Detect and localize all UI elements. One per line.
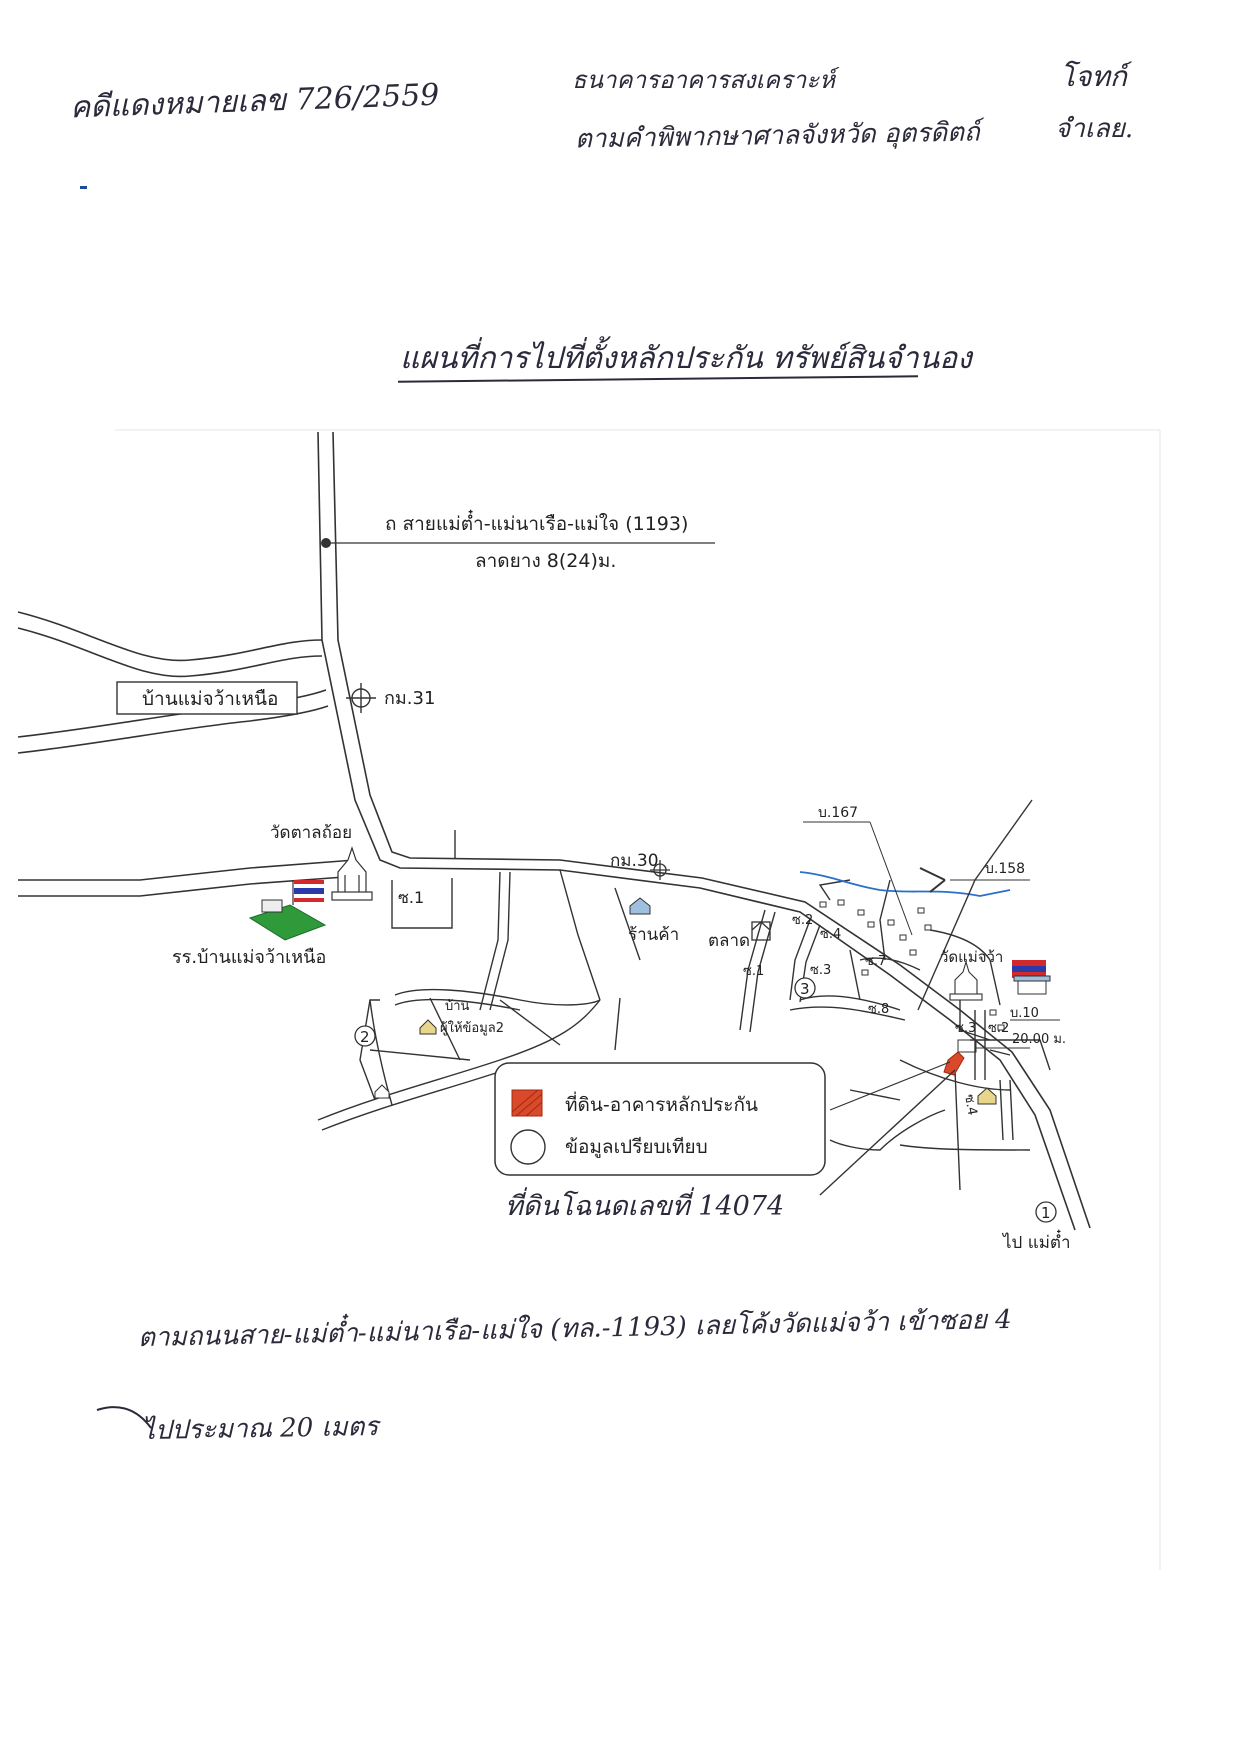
bank-name: ธนาคารอาคารสงเคราะห์ bbox=[572, 66, 835, 94]
main-road bbox=[317, 431, 1091, 1231]
wat-tan-label: วัดตาลถ้อย bbox=[270, 823, 352, 843]
ink-mark bbox=[80, 186, 87, 189]
house-10-label: บ.10 bbox=[1010, 1006, 1039, 1021]
soi1-left-label: ซ.1 bbox=[398, 888, 424, 907]
soi2-label: ซ.2 bbox=[792, 913, 813, 928]
school-label: รร.บ้านแม่จว้าเหนือ bbox=[172, 947, 326, 968]
directions-line-2: ไปประมาณ 20 เมตร bbox=[141, 1411, 379, 1447]
parcel-pointer-left bbox=[829, 1061, 951, 1111]
map-title: แผนที่การไปที่ตั้งหลักประกัน ทรัพย์สินจำ… bbox=[400, 341, 972, 376]
distance-label: 20.00 ม. bbox=[1012, 1032, 1066, 1047]
house-167-pointer bbox=[869, 821, 913, 936]
road-surface: ลาดยาง 8(24)ม. bbox=[475, 550, 616, 572]
school-icon bbox=[248, 899, 327, 941]
soi4b-label: ซ.4 bbox=[961, 1093, 979, 1117]
west-roads bbox=[17, 611, 359, 897]
flag-icon-east bbox=[1012, 960, 1046, 978]
soi1-label: ซ.1 bbox=[743, 964, 764, 979]
market-label: ตลาด bbox=[708, 931, 750, 951]
stream bbox=[799, 871, 1011, 897]
km31-crosshair bbox=[346, 683, 376, 713]
km30-label: กม.30 bbox=[610, 851, 659, 871]
road-junction-dot bbox=[321, 538, 331, 548]
scattered-houses bbox=[819, 899, 1005, 1031]
house-icon bbox=[419, 1019, 437, 1035]
house-167-label: บ.167 bbox=[818, 805, 858, 821]
building-icon-east bbox=[1013, 975, 1051, 995]
temple-icon bbox=[331, 846, 373, 901]
defendant-label: จำเลย. bbox=[1055, 114, 1134, 144]
flag-icon bbox=[292, 880, 324, 905]
soi4-label: ซ.4 bbox=[820, 927, 841, 942]
soi7-label: ซ.7 bbox=[865, 954, 886, 969]
marker-2 bbox=[354, 1025, 376, 1047]
shop-icon bbox=[629, 897, 651, 915]
km30-crosshair bbox=[650, 860, 670, 880]
parcel-outline bbox=[957, 1039, 977, 1053]
marker-2-label: 2 bbox=[360, 1028, 370, 1046]
to-maetam-label: ไป แม่ต๋ำ bbox=[1001, 1229, 1071, 1253]
house-158-label: บ.158 bbox=[985, 861, 1025, 877]
informant-house-label-2: ผู้ให้ข้อมูล2 bbox=[440, 1020, 504, 1036]
soi3b-label: ซ.3 bbox=[955, 1021, 976, 1036]
legend-collateral-label: ที่ดิน-อาคารหลักประกัน bbox=[565, 1091, 758, 1116]
village-north: บ้านแม่จว้าเหนือ bbox=[142, 688, 278, 710]
marker-1 bbox=[1035, 1201, 1057, 1223]
village-box bbox=[116, 681, 298, 715]
shop-label: ร้านค้า bbox=[628, 925, 679, 945]
plaintiff-label: โจทก์ bbox=[1060, 60, 1127, 93]
legend-comparison-symbol bbox=[510, 1129, 546, 1165]
legend-collateral-swatch bbox=[511, 1089, 543, 1117]
wat-maejwa-label: วัดแม่จว้า bbox=[940, 948, 1003, 966]
parcel-pointer-to-label bbox=[819, 1069, 956, 1196]
collateral-parcel bbox=[943, 1051, 965, 1076]
land-title-label: ที่ดินโฉนดเลขที่ 14074 bbox=[505, 1187, 784, 1222]
soi3-label: ซ.3 bbox=[810, 963, 831, 978]
legend-comparison-label: ข้อมูลเปรียบเทียบ bbox=[565, 1136, 708, 1158]
soi4b-label-group: ซ.4 bbox=[961, 1093, 979, 1117]
soi8-label: ซ.8 bbox=[868, 1002, 889, 1017]
marker-3 bbox=[794, 977, 816, 999]
directions-hook bbox=[96, 1406, 152, 1429]
legend-hatch bbox=[511, 1089, 543, 1117]
nearby-house-icon bbox=[977, 1087, 997, 1105]
small-house-icon bbox=[374, 1084, 390, 1099]
marker-3-label: 3 bbox=[800, 980, 810, 998]
legend-box bbox=[494, 1062, 826, 1176]
marker-1-label: 1 bbox=[1041, 1204, 1051, 1222]
house-158-arrow bbox=[919, 867, 946, 893]
road-name: ถ สายแม่ต๋ำ-แม่นาเรือ-แม่ใจ (1193) bbox=[385, 509, 688, 535]
left-block-streets bbox=[317, 830, 641, 1131]
wat-maejwa-icon bbox=[949, 960, 983, 1001]
soi2b-label: ซ.2 bbox=[988, 1021, 1009, 1036]
km31-label: กม.31 bbox=[384, 688, 435, 709]
informant-house-label-1: บ้าน bbox=[445, 999, 470, 1014]
